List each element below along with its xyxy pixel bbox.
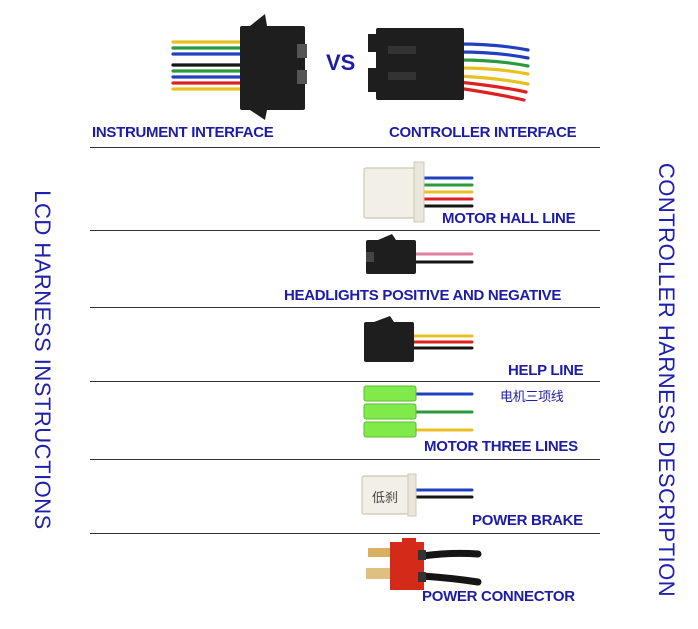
left-vertical-title: LCD HARNESS INSTRUCTIONS <box>30 190 55 530</box>
right-vertical-title: CONTROLLER HARNESS DESCRIPTION <box>654 162 679 598</box>
divider-line <box>90 307 600 308</box>
vs-label: VS <box>326 50 356 75</box>
power-brake-connector-text: 低刹 <box>372 491 398 506</box>
headlights-label: HEADLIGHTS POSITIVE AND NEGATIVE <box>284 287 562 304</box>
controller-interface-label: CONTROLLER INTERFACE <box>389 124 577 141</box>
instrument-interface-label: INSTRUMENT INTERFACE <box>92 124 274 141</box>
divider-line <box>90 459 600 460</box>
divider-line <box>90 230 600 231</box>
divider-line <box>90 147 600 148</box>
divider-line <box>90 381 600 382</box>
headlights-connector-image <box>366 234 474 274</box>
instrument-connector-image <box>171 14 307 120</box>
power-brake-label: POWER BRAKE <box>472 512 583 529</box>
controller-connector-image <box>368 28 530 102</box>
help-line-label: HELP LINE <box>508 362 584 379</box>
power-brake-connector-image: 低刹 <box>361 473 474 517</box>
motor-three-lines-connector-image <box>363 385 474 438</box>
motor-hall-connector-image <box>363 161 474 223</box>
power-connector-image <box>366 538 482 590</box>
motor-three-lines-chinese-label: 电机三项线 <box>500 390 564 405</box>
divider-line <box>90 533 600 534</box>
motor-hall-line-label: MOTOR HALL LINE <box>442 210 576 227</box>
help-line-connector-image <box>364 316 474 362</box>
power-connector-label: POWER CONNECTOR <box>422 588 575 605</box>
motor-three-lines-label: MOTOR THREE LINES <box>424 438 578 455</box>
